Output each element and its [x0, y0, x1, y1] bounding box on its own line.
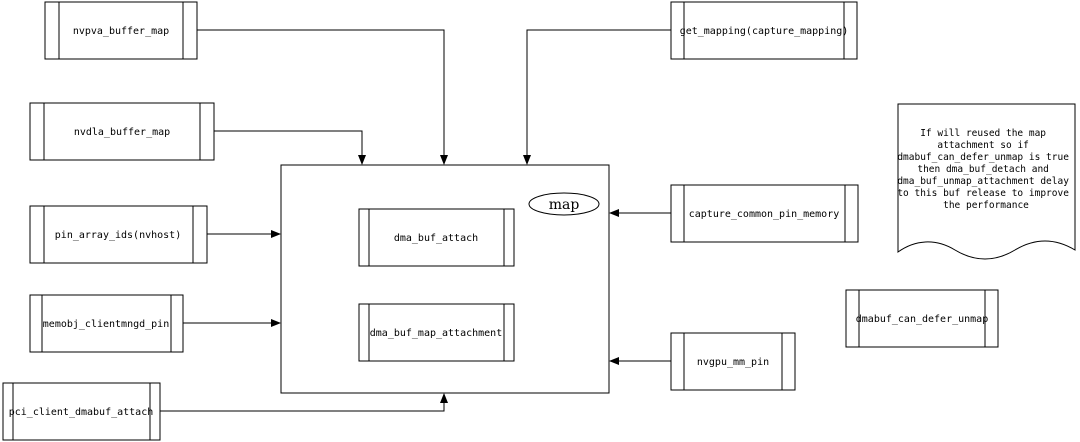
- note-line: to this buf release to improve: [897, 188, 1069, 199]
- connector-nvdla-to-map: [214, 130, 366, 165]
- connector-nvpva-to-map: [197, 29, 448, 165]
- pin-array-ids-box: pin_array_ids(nvhost): [29, 205, 208, 264]
- dmabuf-can-defer-unmap-box: dmabuf_can_defer_unmap: [845, 289, 999, 348]
- map-title-label: map: [549, 197, 580, 213]
- memobj-clientmngd-pin-label: memobj_clientmngd_pin: [43, 319, 169, 330]
- capture-common-pin-memory-box: capture_common_pin_memory: [670, 184, 859, 243]
- get-mapping-box: get_mapping(capture_mapping): [670, 1, 858, 60]
- nvdla-buffer-map-box: nvdla_buffer_map: [29, 102, 215, 161]
- note-line: If will reused the map: [920, 128, 1046, 139]
- connector-pci-to-map: [160, 393, 448, 412]
- pci-client-dmabuf-attach-box: pci_client_dmabuf_attach: [2, 382, 161, 441]
- map-title-ellipse: map: [528, 192, 600, 216]
- nvdla-buffer-map-label: nvdla_buffer_map: [74, 127, 170, 138]
- dma-buf-attach-box: dma_buf_attach: [358, 208, 515, 267]
- dma-buf-map-attachment-label: dma_buf_map_attachment: [370, 328, 502, 339]
- svg-text:If will reused the map a: If will reused the map attachment so if …: [897, 128, 1074, 211]
- note-line: then dma_buf_detach and: [917, 164, 1049, 175]
- dma-buf-attach-label: dma_buf_attach: [394, 233, 478, 244]
- nvpva-buffer-map-label: nvpva_buffer_map: [73, 26, 169, 37]
- dmabuf-can-defer-unmap-label: dmabuf_can_defer_unmap: [856, 314, 988, 325]
- capture-common-pin-memory-label: capture_common_pin_memory: [689, 209, 840, 220]
- dma-buf-map-attachment-box: dma_buf_map_attachment: [358, 303, 515, 362]
- nvgpu-mm-pin-label: nvgpu_mm_pin: [697, 357, 769, 368]
- note-line: the performance: [943, 200, 1029, 211]
- connector-get-mapping-to-map: [523, 29, 671, 165]
- nvpva-buffer-map-box: nvpva_buffer_map: [44, 1, 198, 60]
- get-mapping-label: get_mapping(capture_mapping): [680, 26, 849, 37]
- deferred-unmap-note: If will reused the map attachment so if …: [897, 103, 1076, 260]
- pci-client-dmabuf-attach-label: pci_client_dmabuf_attach: [9, 407, 154, 418]
- note-line: dma_buf_unmap_attachment delay: [897, 176, 1069, 187]
- note-line: dmabuf_can_defer_unmap is true: [897, 152, 1069, 163]
- memobj-clientmngd-pin-box: memobj_clientmngd_pin: [29, 294, 184, 353]
- pin-array-ids-label: pin_array_ids(nvhost): [55, 230, 181, 241]
- nvgpu-mm-pin-box: nvgpu_mm_pin: [670, 332, 796, 391]
- note-line: attachment so if: [937, 140, 1029, 151]
